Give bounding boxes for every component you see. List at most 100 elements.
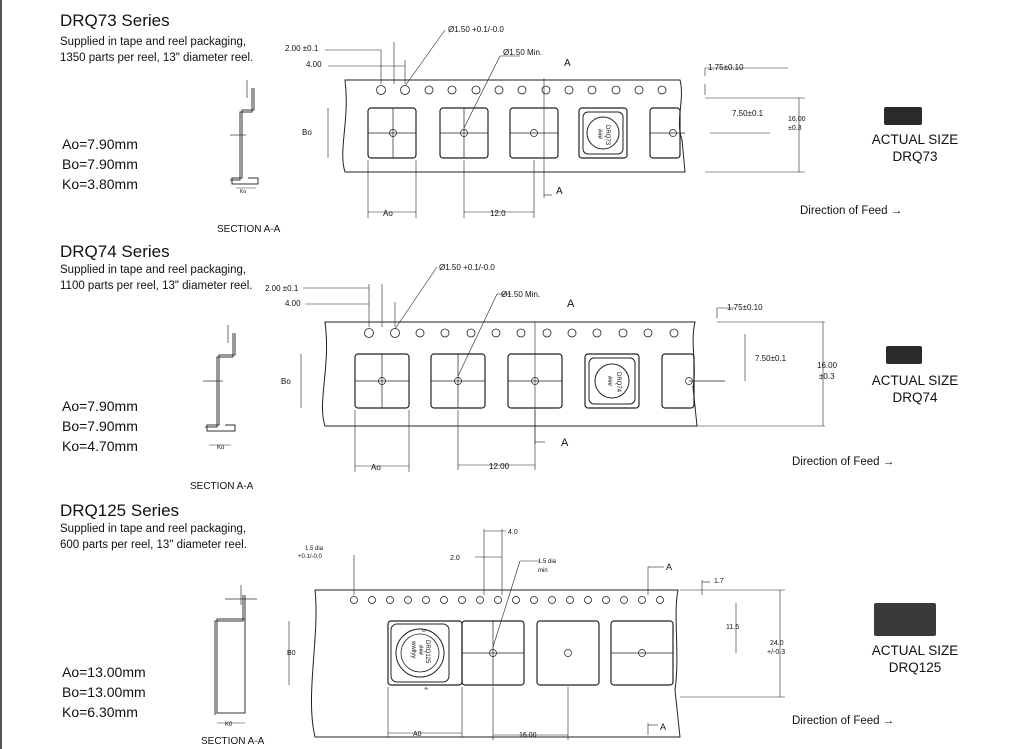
drq74-a-bottom: A [561, 437, 569, 449]
drq125-hole-dia2: +0.1/-0.0 [298, 554, 323, 560]
drq74-ko-callout: Ko [217, 445, 225, 451]
drq125-width-tol: +/-0.3 [767, 649, 785, 656]
drq74-width: 16.00 [817, 361, 838, 370]
drq73-actual-line1: ACTUAL SIZE [871, 132, 959, 147]
drq74-description: Supplied in tape and reel packaging, 110… [60, 262, 252, 294]
drq125-desc-line2: 600 parts per reel, 13" diameter reel. [60, 539, 247, 551]
drq73-width: 16.00 [788, 116, 806, 123]
drq125-edge: 1.7 [714, 578, 724, 585]
drq125-a-bottom: A [660, 722, 666, 732]
drq125-dimensions: Ao=13.00mm Bo=13.00mm Ko=6.30mm [62, 662, 146, 722]
drq125-dim-4: 4 [422, 687, 428, 690]
drq73-center: 7.50±0.1 [732, 109, 764, 118]
drq74-actual-size-chip [886, 346, 922, 364]
arrow-right-icon: → [882, 456, 895, 468]
drq73-pitch-small: 2.00 ±0.1 [285, 44, 319, 53]
drq125-ko-callout: K0 [225, 722, 233, 728]
drq73-section-label: SECTION A-A [217, 224, 281, 235]
drq74-pocket-pitch: 12.00 [489, 462, 510, 471]
drq73-actual-size: ACTUAL SIZE DRQ73 [866, 131, 964, 165]
drq74-ao-callout: Ao [371, 463, 381, 472]
drq73-desc-line1: Supplied in tape and reel packaging, [60, 36, 247, 48]
drq74-dimensions: Ao=7.90mm Bo=7.90mm Ko=4.70mm [62, 396, 138, 456]
drq73-pitch-big: 4.00 [306, 60, 322, 69]
drq74-pitch-big: 4.00 [285, 299, 301, 308]
drq125-section-label: SECTION A-A [201, 736, 265, 747]
drq73-hole-min: Ø1.50 Min. [503, 48, 542, 57]
drq74-edge: 1.75±0.10 [727, 303, 763, 312]
drq74-ao: Ao=7.90mm [62, 398, 138, 414]
drq125-part-code: ### [417, 645, 423, 656]
drq73-feed-label: Direction of Feed → [800, 205, 902, 217]
arrow-right-icon: → [882, 715, 895, 727]
drq73-section-profile: Ko [230, 80, 259, 195]
drq73-ko-callout: Ko [240, 189, 246, 195]
drq73-feed-text: Direction of Feed [800, 205, 888, 217]
drq73-actual-size-chip [884, 107, 922, 125]
drq74-tape-drawing: DRQ74 ### 2.00 ±0.1 4.00 Ø1.50 +0.1/-0.0… [265, 263, 838, 472]
drq125-ao-callout: A0 [413, 731, 422, 738]
drq125-part-code2: wwllyy [410, 640, 416, 658]
drq125-component: DRQ125 ### wwllyy 3 4 [390, 623, 450, 690]
drq74-title: DRQ74 Series [60, 242, 170, 261]
drq125-desc-line1: Supplied in tape and reel packaging, [60, 523, 247, 535]
drq74-hole-min: Ø1.50 Min. [501, 290, 540, 299]
drq74-bo: Bo=7.90mm [62, 418, 138, 434]
drq125-tape-drawing: DRQ125 ### wwllyy 3 4 1.5 dia +0.1/-0.0 … [287, 529, 785, 740]
drq125-hole-min2: min [538, 568, 548, 574]
drq73-description: Supplied in tape and reel packaging, 135… [60, 34, 253, 66]
drq73-hole-dia: Ø1.50 +0.1/-0.0 [448, 25, 504, 34]
drq73-actual-line2: DRQ73 [892, 149, 938, 164]
drq73-part-marking: DRQ73 [604, 125, 610, 146]
drq74-width-tol: ±0.3 [819, 372, 835, 381]
drq125-hole-min1: 1.5 dia [538, 559, 557, 565]
arrow-right-icon: → [890, 205, 903, 217]
drq73-a-bottom: A [556, 186, 563, 197]
drq125-title: DRQ125 Series [60, 501, 180, 520]
drq125-actual-size-chip [874, 603, 936, 636]
drq74-hole-dia: Ø1.50 +0.1/-0.0 [439, 263, 495, 272]
drq74-center: 7.50±0.1 [755, 354, 787, 363]
drq74-desc-line1: Supplied in tape and reel packaging, [60, 264, 247, 276]
drq125-a-top: A [666, 562, 672, 572]
drq125-dim-3: 3 [420, 629, 426, 632]
drq125-feed-label: Direction of Feed → [792, 715, 894, 727]
drq125-pitch-small: 2.0 [450, 555, 460, 562]
drq73-part-code: ### [596, 129, 602, 140]
drq73-ao-callout: Ao [383, 209, 393, 218]
drq73-bo-callout: Bo [302, 128, 312, 137]
drq73-dimensions: Ao=7.90mm Bo=7.90mm Ko=3.80mm [62, 134, 138, 194]
drq73-width-tol: ±0.3 [788, 125, 802, 132]
drq125-actual-size: ACTUAL SIZE DRQ125 [866, 642, 964, 676]
drq73-a-top: A [564, 58, 571, 69]
drq125-center: 11.5 [726, 624, 739, 631]
drq74-part-marking: DRQ74 [615, 372, 621, 393]
drq73-ao: Ao=7.90mm [62, 136, 138, 152]
drq73-edge: 1.75±0.10 [708, 63, 744, 72]
drq74-bo-callout: Bo [281, 377, 291, 386]
drq74-a-top: A [567, 298, 575, 310]
drq73-component: DRQ73 ### [582, 111, 624, 155]
drq74-actual-line1: ACTUAL SIZE [871, 373, 959, 388]
drq125-ao: Ao=13.00mm [62, 664, 146, 680]
drq74-sprocket-holes [364, 328, 679, 338]
drq73-sprocket-holes [376, 85, 667, 95]
drq74-part-code: ### [606, 376, 612, 387]
drq74-actual-line2: DRQ74 [892, 390, 938, 405]
drq125-description: Supplied in tape and reel packaging, 600… [60, 521, 247, 553]
drq125-pocket-pitch: 16.00 [519, 732, 537, 739]
drq74-section-profile: Ko [203, 325, 236, 451]
drq74-pitch-small: 2.00 ±0.1 [265, 284, 299, 293]
drq125-hole-dia1: 1.5 dia [305, 546, 324, 552]
drq125-actual-line1: ACTUAL SIZE [871, 643, 959, 658]
drq73-tape-drawing: DRQ73 ### 2.00 ±0.1 4.00 Ø1.50 +0.1/-0.0… [285, 25, 806, 218]
drq74-section-label: SECTION A-A [190, 481, 254, 492]
drq73-desc-line2: 1350 parts per reel, 13" diameter reel. [60, 52, 254, 64]
drq125-pitch-big: 4.0 [508, 529, 518, 536]
drq125-feed-text: Direction of Feed [792, 715, 880, 727]
drq125-sprocket-holes [350, 596, 664, 604]
drq125-ko: Ko=6.30mm [62, 704, 138, 720]
drq74-actual-size: ACTUAL SIZE DRQ74 [866, 372, 964, 406]
drq74-feed-label: Direction of Feed → [792, 456, 894, 468]
drq125-bo-callout: B0 [287, 650, 296, 657]
